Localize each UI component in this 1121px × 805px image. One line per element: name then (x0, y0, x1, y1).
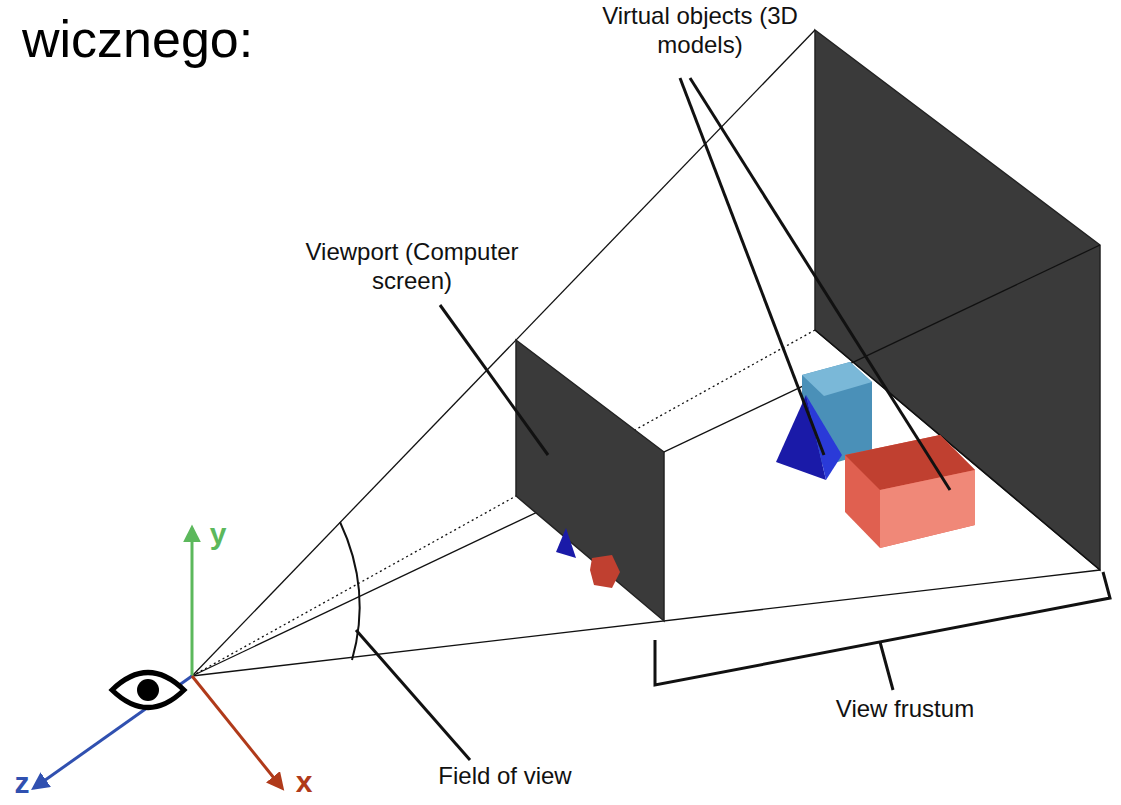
leader-line (690, 78, 950, 490)
cyan-cube-top (802, 362, 872, 396)
callout-label: Virtual objects (3D models) (585, 2, 815, 60)
axis-label: z (7, 765, 37, 801)
blue-pyramid-side (806, 395, 842, 480)
leader-line (680, 78, 824, 455)
leader-line (880, 642, 893, 690)
red-cube-front (880, 470, 975, 548)
axis-label: y (203, 516, 233, 552)
frustum-edge (192, 245, 1100, 676)
x-axis (192, 676, 282, 788)
callout-label: Viewport (Computer screen) (302, 238, 522, 296)
red-cube (845, 435, 975, 548)
leader-line (356, 630, 470, 760)
leader-line (440, 305, 548, 455)
frustum-bracket (655, 572, 1110, 685)
callout-label: View frustum (790, 695, 1020, 724)
fov-arc (340, 522, 360, 660)
slide-title: wicznego: (22, 8, 442, 70)
viewport-pyramid (556, 528, 576, 558)
axis-label: x (289, 764, 319, 800)
callout-label: Field of view (390, 762, 620, 791)
eye-symbol (112, 673, 184, 708)
y-axis (191, 528, 194, 676)
far-plane (815, 30, 1100, 570)
viewport-cube (590, 555, 620, 588)
eye-pupil (137, 679, 159, 701)
viewport-screen (516, 340, 664, 621)
hidden-edge (192, 496, 516, 676)
